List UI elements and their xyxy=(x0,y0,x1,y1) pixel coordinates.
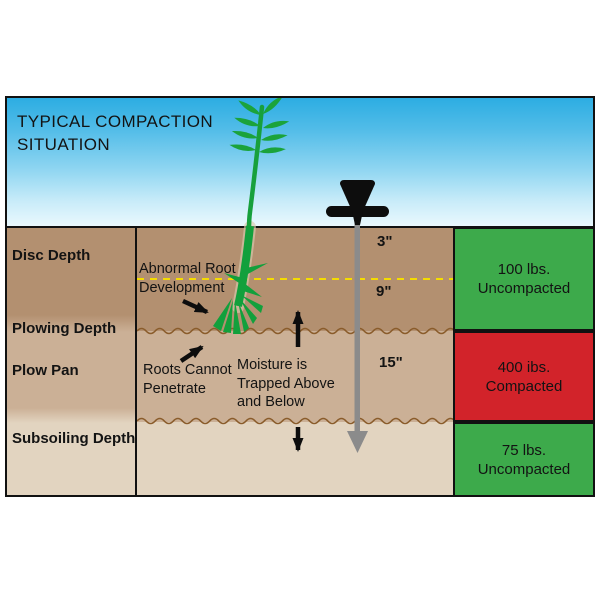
annotation-moisture-trapped: Moisture is Trapped Above and Below xyxy=(237,356,335,412)
annotation-line: and Below xyxy=(237,394,305,410)
annotation-line: Moisture is xyxy=(237,357,308,373)
annotation-line: Trapped Above xyxy=(237,375,335,392)
page-title-line2: SITUATION xyxy=(17,135,111,154)
resistance-value: 100 lbs. xyxy=(497,261,551,278)
resistance-state: Uncompacted xyxy=(477,280,571,297)
measurement-9in: 9" xyxy=(376,283,392,300)
depth-label-plow-pan: Plow Pan xyxy=(12,362,79,379)
page-title: TYPICAL COMPACTION SITUATION xyxy=(17,110,213,156)
penetrometer-icon xyxy=(326,180,389,453)
arrow-to-abnormal-roots-icon xyxy=(182,298,209,315)
ground-surface-line xyxy=(5,226,595,228)
annotation-abnormal-root: Abnormal Root Development xyxy=(139,260,236,297)
plant-icon xyxy=(213,95,290,334)
resistance-state: Uncompacted xyxy=(477,460,571,478)
resistance-value: 400 ibs. xyxy=(497,358,551,376)
annotation-arrows xyxy=(179,298,304,452)
disc-depth-dashed-line xyxy=(137,278,454,280)
arrow-to-root-barrier-icon xyxy=(179,345,204,363)
annotation-line: Development xyxy=(139,279,225,296)
depth-label-plowing-depth: Plowing Depth xyxy=(12,320,117,337)
subsoil-top-wavy-line xyxy=(137,417,455,425)
label-column-divider-line xyxy=(135,227,137,497)
resistance-box-uncompacted-bottom: 75 lbs. Uncompacted xyxy=(453,422,595,497)
left-column-layer-blend-top xyxy=(7,315,135,332)
resistance-value: 75 lbs. xyxy=(501,441,547,459)
depth-label-subsoiling-depth: Subsoiling Depth xyxy=(12,430,136,447)
resistance-box-compacted: 400 ibs. Compacted xyxy=(453,331,595,422)
measurement-3in: 3" xyxy=(377,233,393,250)
annotation-line: Roots Cannot xyxy=(143,362,232,378)
depth-label-disc-depth: Disc Depth xyxy=(12,247,91,264)
annotation-line: Penetrate xyxy=(143,380,206,397)
annotation-roots-cannot-penetrate: Roots Cannot Penetrate xyxy=(143,361,232,398)
left-column-layer-blend-bottom xyxy=(7,408,135,423)
sky-background xyxy=(5,96,595,228)
resistance-box-uncompacted-top: 100 lbs. Uncompacted xyxy=(453,227,595,331)
resistance-state: Compacted xyxy=(485,377,563,395)
annotation-line: Abnormal Root xyxy=(139,261,236,277)
measurement-15in: 15" xyxy=(379,354,403,371)
page-title-line1: TYPICAL COMPACTION xyxy=(17,112,214,131)
